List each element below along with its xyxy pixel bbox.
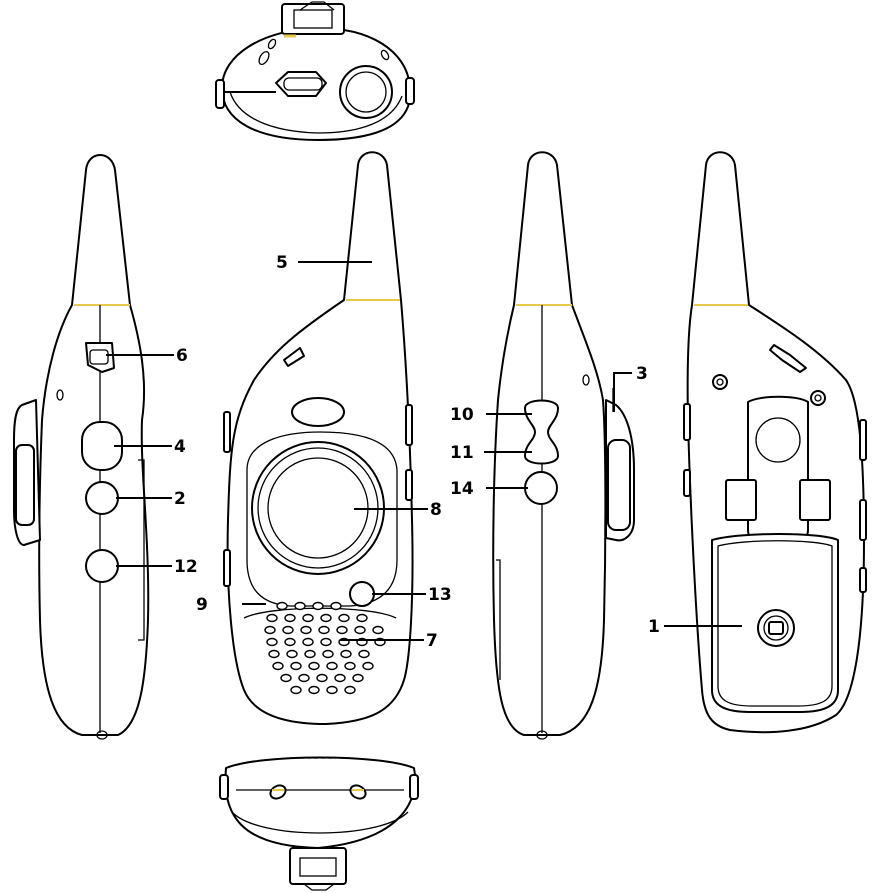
- grille-hole: [291, 687, 301, 694]
- grille-hole: [281, 675, 291, 682]
- back-view: [684, 152, 866, 732]
- right-side-view: [493, 152, 634, 739]
- callout-14: 14: [450, 479, 474, 499]
- callout-13: 13: [428, 585, 452, 605]
- grille-hole: [327, 663, 337, 670]
- grille-hole: [267, 615, 277, 622]
- grille-hole: [339, 615, 349, 622]
- top-view: [216, 2, 414, 140]
- callout-3: 3: [636, 364, 648, 384]
- grille-hole: [355, 627, 365, 634]
- grille-hole: [277, 603, 287, 610]
- bottom-view: [220, 758, 418, 891]
- callout-2: 2: [174, 489, 186, 509]
- grille-hole: [317, 675, 327, 682]
- grille-hole: [287, 651, 297, 658]
- grille-hole: [303, 639, 313, 646]
- grille-hole: [303, 615, 313, 622]
- grille-hole: [299, 675, 309, 682]
- callout-10: 10: [450, 405, 474, 425]
- grille-hole: [269, 651, 279, 658]
- grille-hole: [305, 651, 315, 658]
- grille-hole: [267, 639, 277, 646]
- callout-12: 12: [174, 557, 198, 577]
- callout-1: 1: [648, 617, 660, 637]
- grille-hole: [321, 615, 331, 622]
- callout-5: 5: [276, 253, 288, 273]
- callout-11: 11: [450, 443, 474, 463]
- grille-hole: [321, 639, 331, 646]
- callout-6: 6: [176, 346, 188, 366]
- grille-hole: [345, 663, 355, 670]
- grille-hole: [363, 663, 373, 670]
- grille-hole: [357, 615, 367, 622]
- callout-9: 9: [196, 595, 208, 615]
- callout-4: 4: [174, 437, 186, 457]
- grille-hole: [327, 687, 337, 694]
- grille-hole: [285, 615, 295, 622]
- callout-7: 7: [426, 631, 438, 651]
- grille-hole: [309, 663, 319, 670]
- grille-hole: [283, 627, 293, 634]
- grille-hole: [341, 651, 351, 658]
- grille-hole: [373, 627, 383, 634]
- grille-hole: [313, 603, 323, 610]
- grille-hole: [273, 663, 283, 670]
- leader-lines: [106, 262, 742, 640]
- grille-hole: [295, 603, 305, 610]
- grille-hole: [319, 627, 329, 634]
- grille-hole: [353, 675, 363, 682]
- grille-hole: [335, 675, 345, 682]
- grille-hole: [291, 663, 301, 670]
- grille-hole: [359, 651, 369, 658]
- grille-hole: [323, 651, 333, 658]
- grille-hole: [309, 687, 319, 694]
- grille-hole: [345, 687, 355, 694]
- callout-8: 8: [430, 500, 442, 520]
- grille-hole: [331, 603, 341, 610]
- grille-hole: [285, 639, 295, 646]
- front-view: [224, 152, 413, 724]
- grille-hole: [265, 627, 275, 634]
- grille-hole: [301, 627, 311, 634]
- grille-hole: [337, 627, 347, 634]
